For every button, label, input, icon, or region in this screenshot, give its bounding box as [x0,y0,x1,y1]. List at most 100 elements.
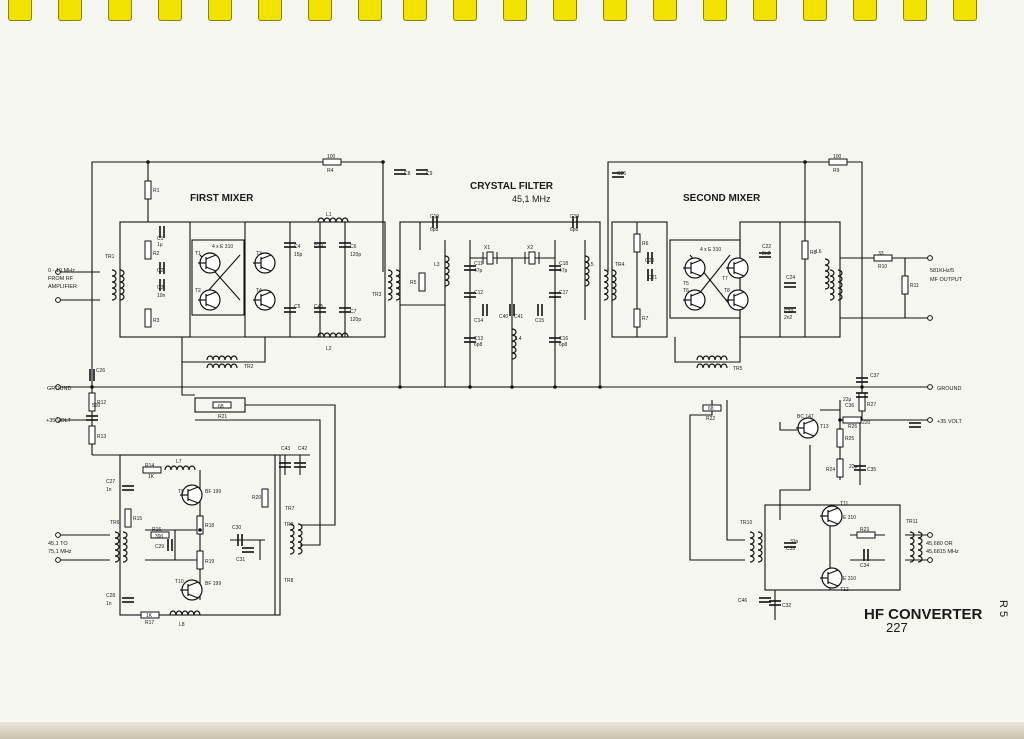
label-t3: T3 [256,251,262,257]
label-c43: C43 [281,446,290,452]
value-c13: 6p8 [474,342,483,348]
label-c35: C35 [867,467,876,473]
label-l8: L8 [179,622,185,628]
label-c32: C32 [782,603,791,609]
value-r10: 33 [878,251,884,257]
label-tr2: TR2 [244,364,254,370]
value-c16: 6p8 [559,342,568,348]
label-c16: C16 [559,336,568,342]
label-c26: C26 [96,368,105,374]
label-l2: L2 [326,346,332,352]
label-c24: C24 [786,275,795,281]
label-r23: R23 [860,527,869,533]
label-t6: T6 [683,288,689,294]
value-c28: 1n [106,601,112,607]
label-quad-fet-1: 4 x E 310 [212,244,233,250]
label-c37: C37 [870,373,879,379]
value-c11: 47p [474,268,483,274]
value-c22: 2n2 [762,251,771,257]
label-e310-b: E 310 [843,576,856,582]
label-tr4: TR4 [615,262,625,268]
label-c4: C4 [294,244,301,250]
label-c25: C25 [617,171,626,177]
label-r20: R20 [252,495,261,501]
value-c4: 15p [294,252,303,258]
label-t8: T8 [724,288,730,294]
label-r3: R3 [153,318,160,324]
input-label-1: 0 - 10 MHz [48,268,75,274]
label-c2: C2 [157,268,164,274]
value-c27: 1n [106,487,112,493]
label-c31: C31 [236,557,245,563]
label-r1: R1 [153,188,160,194]
label-r10: R10 [878,264,887,270]
label-t11: T11 [840,501,848,507]
value-r22: 68 [708,406,714,412]
label-t5: T5 [683,281,689,287]
label-c13: C13 [474,336,483,342]
label-c36: C36 [845,403,854,409]
osc1-range-1: 45,1 TO [48,541,68,547]
page-edge [0,722,1024,739]
first-mixer-title: FIRST MIXER [190,193,254,204]
label-c1: C1 [157,236,164,242]
value-r21: 68 [218,404,224,410]
label-c5: C5 [294,304,301,310]
label-tr9: TR9 [284,522,294,528]
label-e310-a: E 310 [843,515,856,521]
label-r24: R24 [826,467,835,473]
label-t12: T12 [840,587,849,593]
osc1-range-2: 75,1 MHz [48,549,72,555]
label-c27: C27 [106,479,115,485]
label-r15: R15 [133,516,142,522]
osc2-freq-2: 45,6815 MHz [926,549,959,555]
ground-right-label: GROUND [937,386,961,392]
label-c11: C11 [474,261,483,267]
edge-mark: R 5 [997,600,1009,617]
crystal-filter-title: CRYSTAL FILTER [470,181,554,192]
second-mixer-title: SECOND MIXER [683,193,761,204]
label-quad-fet-2: 4 x E 310 [700,247,721,253]
value-c3: 10n [157,293,166,299]
label-r2: R2 [153,251,160,257]
label-c20: C20 [645,258,654,264]
label-c10: C10 [430,214,439,220]
input-label-3: AMPLIFIER [48,284,77,290]
label-bf199-b: BF 199 [205,581,221,587]
label-r19: R19 [205,559,214,565]
page-number: 227 [886,620,908,635]
label-r14: R14 [145,463,154,469]
label-tr8: TR8 [284,578,294,584]
label-r22: R22 [706,416,715,422]
label-c41: C41 [514,314,523,320]
output-label-2: MF OUTPUT [930,277,963,283]
label-c19: C19 [570,214,579,220]
label-l1: L1 [326,212,332,218]
input-label-2: FROM RF [48,276,74,282]
crystal-freq-label: 45,1 MHz [512,194,551,204]
value-c7: 120p [350,317,361,323]
label-c21: C21 [648,275,657,281]
label-tr3: TR3 [372,292,382,298]
value-c18: 47p [559,268,568,274]
value-c23: 2n2 [784,315,793,321]
value-c36: 22μ [843,397,852,403]
label-t1: T1 [195,251,201,257]
label-c33: C33 [786,546,795,552]
label-r21: R21 [218,414,227,420]
label-c45: C45 [314,304,323,310]
label-x1: X1 [484,245,490,251]
label-c23: C23 [784,309,793,315]
label-t9: T9 [178,489,184,495]
label-x2: X2 [527,245,533,251]
spiral-binding [0,0,1024,22]
label-l5: L5 [588,262,594,268]
value-r9: 100 [833,154,842,160]
label-r12: R12 [97,400,106,406]
label-r13: R13 [97,434,106,440]
label-c18: C18 [559,261,568,267]
label-tr6: TR6 [110,520,120,526]
value-r17: 1K [146,613,153,619]
